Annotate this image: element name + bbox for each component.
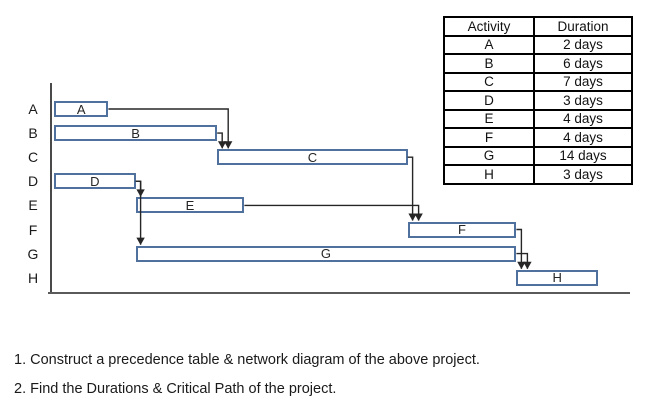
table-cell: D <box>443 90 535 111</box>
row-label: G <box>27 245 39 262</box>
row-label: E <box>28 197 38 214</box>
table-cell: 2 days <box>533 34 633 55</box>
table-cell: F <box>443 127 535 148</box>
gantt-bar: A <box>54 101 109 117</box>
bar-label: H <box>552 270 562 286</box>
y-axis-line <box>50 83 52 294</box>
table-header-cell: Activity <box>443 16 535 37</box>
row-label: H <box>27 269 39 286</box>
table-cell: 6 days <box>533 53 633 74</box>
bar-label: C <box>307 149 318 165</box>
row-label: B <box>28 125 38 142</box>
gantt-bar: E <box>135 197 245 214</box>
bar-label: F <box>458 222 466 237</box>
table-cell: 14 days <box>533 145 633 166</box>
row-label: F <box>28 221 38 238</box>
gantt-bar: C <box>217 149 408 166</box>
bar-label: G <box>320 246 332 262</box>
bar-label: E <box>185 197 195 213</box>
row-label: D <box>27 173 39 190</box>
table-cell: B <box>443 53 535 74</box>
gantt-bar: B <box>54 125 218 142</box>
x-axis-line <box>48 292 630 294</box>
table-cell: 4 days <box>533 108 633 129</box>
gantt-bar: F <box>407 221 517 238</box>
gantt-bar: H <box>516 269 598 286</box>
table-header-cell: Duration <box>533 16 633 37</box>
gantt-bar: G <box>135 245 517 262</box>
bar-label: D <box>90 173 100 189</box>
table-cell: A <box>443 34 535 55</box>
question-2: 2. Find the Durations & Critical Path of… <box>14 381 337 397</box>
table-cell: C <box>443 71 535 92</box>
bar-label: B <box>131 125 140 141</box>
table-cell: H <box>443 164 535 185</box>
table-cell: E <box>443 108 535 129</box>
row-label: A <box>28 101 38 117</box>
table-cell: 4 days <box>533 127 633 148</box>
row-label: C <box>27 149 39 166</box>
bar-label: A <box>76 101 86 117</box>
table-cell: G <box>443 145 535 166</box>
table-cell: 7 days <box>533 71 633 92</box>
table-cell: 3 days <box>533 90 633 111</box>
table-cell: 3 days <box>533 164 633 185</box>
gantt-bar: D <box>54 173 136 190</box>
question-1: 1. Construct a precedence table & networ… <box>14 352 480 368</box>
